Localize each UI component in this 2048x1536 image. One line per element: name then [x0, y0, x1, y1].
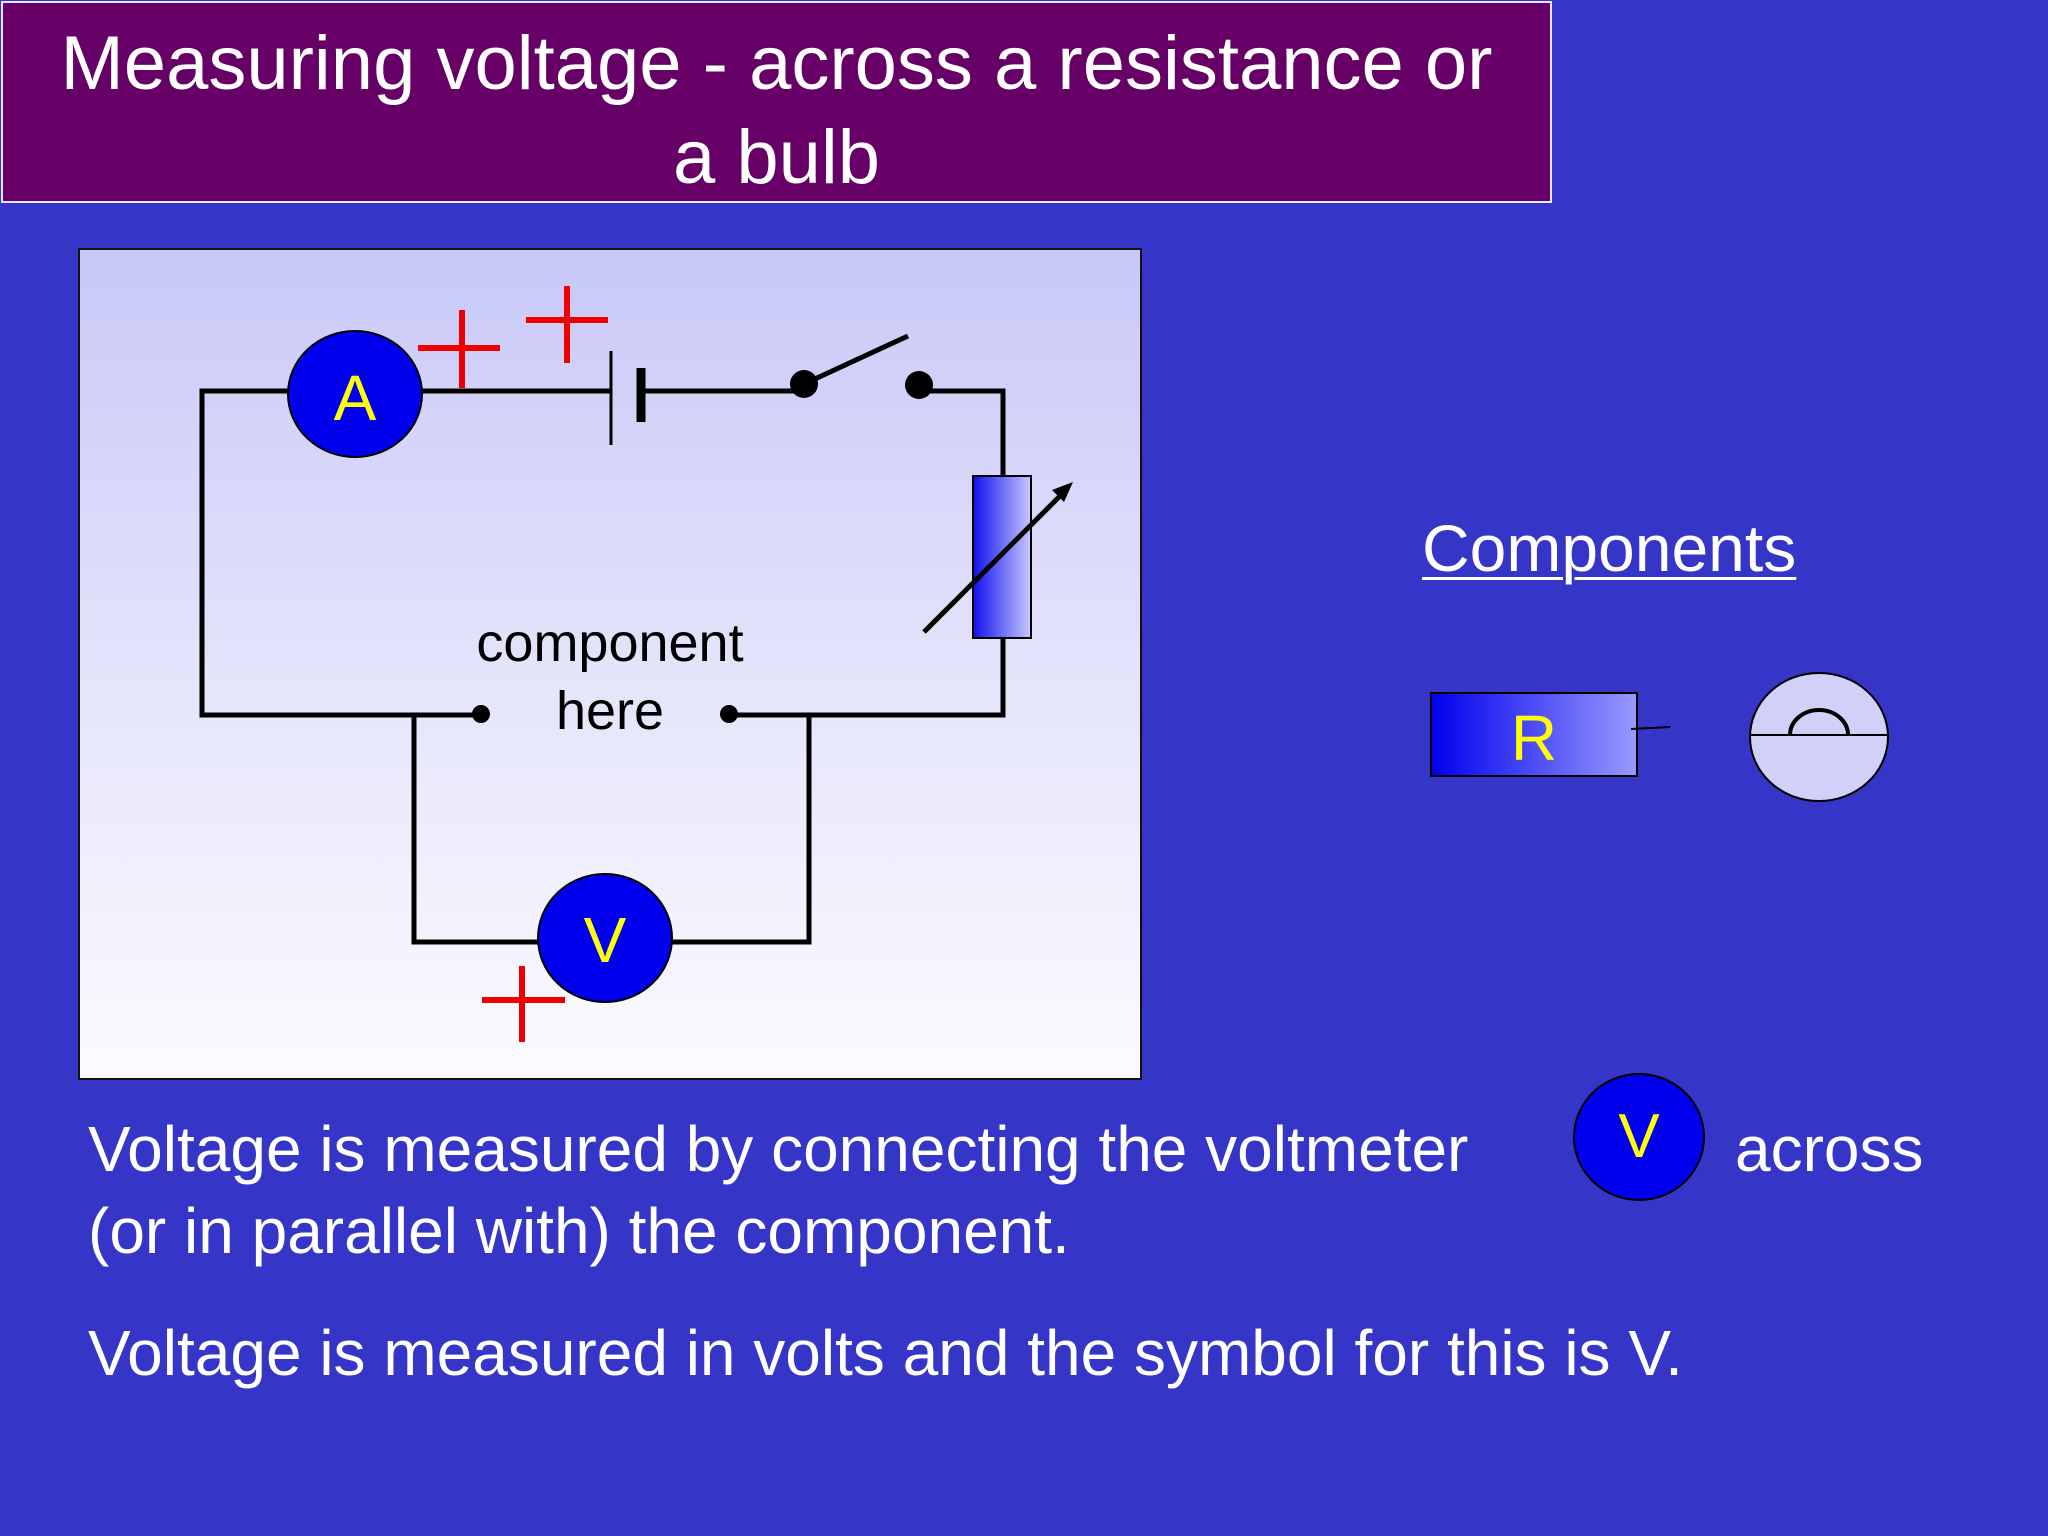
variable-resistor [922, 475, 1073, 639]
para1-line-1: Voltage is measured by connecting the vo… [88, 1113, 1469, 1185]
ammeter: A [287, 330, 423, 458]
voltmeter-label: V [584, 904, 627, 976]
component-terminal-right [720, 705, 738, 723]
components-heading: Components [1422, 511, 1797, 585]
plus-sign-voltmeter [482, 966, 565, 1042]
ammeter-label: A [334, 362, 377, 434]
component-label-line-1: component [476, 613, 743, 673]
para1-line-2: (or in parallel with) the component. [88, 1195, 1070, 1267]
resistor-label: R [1511, 702, 1557, 774]
body-paragraph-2: Voltage is measured in volts and the sym… [88, 1317, 1683, 1389]
bulb-icon [1749, 672, 1889, 802]
slide-title: Measuring voltage - across a resistance … [1, 1, 1552, 203]
battery-cell [609, 351, 646, 445]
para1-across: across [1735, 1113, 1924, 1185]
voltmeter: V [537, 873, 673, 1003]
switch [790, 333, 933, 399]
component-label-line-2: here [556, 681, 664, 741]
title-line-1: Measuring voltage - across a resistance … [60, 21, 1493, 106]
plus-sign-ammeter [418, 310, 500, 388]
body-paragraph-1: Voltage is measured by connecting the vo… [88, 1108, 1468, 1272]
circuit-wires [199, 388, 1006, 945]
resistor-component: R [1430, 692, 1671, 777]
plus-sign-battery [526, 286, 608, 363]
inline-voltmeter-icon: V [1573, 1073, 1705, 1201]
component-terminal-left [472, 705, 490, 723]
title-line-2: a bulb [672, 115, 881, 200]
